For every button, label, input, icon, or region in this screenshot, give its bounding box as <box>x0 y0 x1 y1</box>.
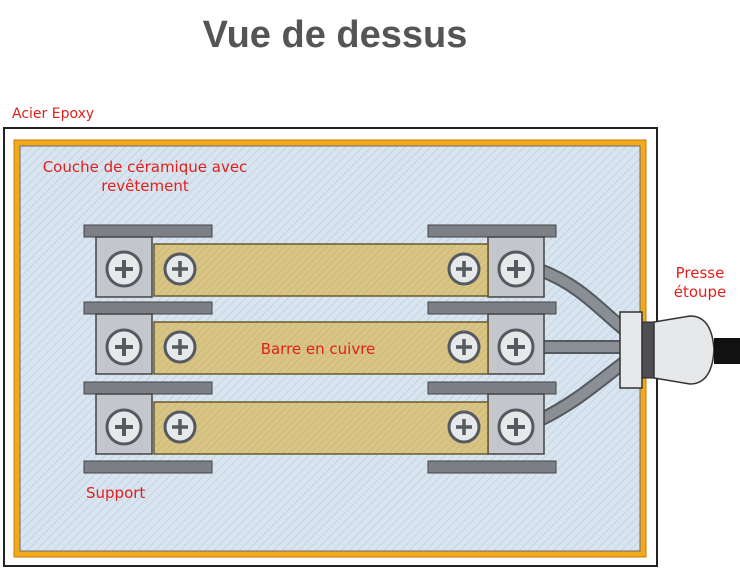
terminal-row-1 <box>83 224 557 298</box>
copper-bar <box>153 243 489 297</box>
cable-gland <box>619 311 740 389</box>
label-steel-epoxy: Acier Epoxy <box>12 106 95 122</box>
terminal-row-2 <box>83 301 557 375</box>
label-copper-bar: Barre en cuivre <box>260 340 376 358</box>
label-support: Support <box>86 484 146 502</box>
cable-wires <box>533 263 632 427</box>
label-ceramic-layer: Couche de céramique avec revêtement <box>42 158 248 195</box>
diagram-title: Vue de dessus <box>202 14 468 56</box>
label-cable-gland: Presse étoupe <box>673 264 727 301</box>
terminal-row-3 <box>83 381 557 474</box>
